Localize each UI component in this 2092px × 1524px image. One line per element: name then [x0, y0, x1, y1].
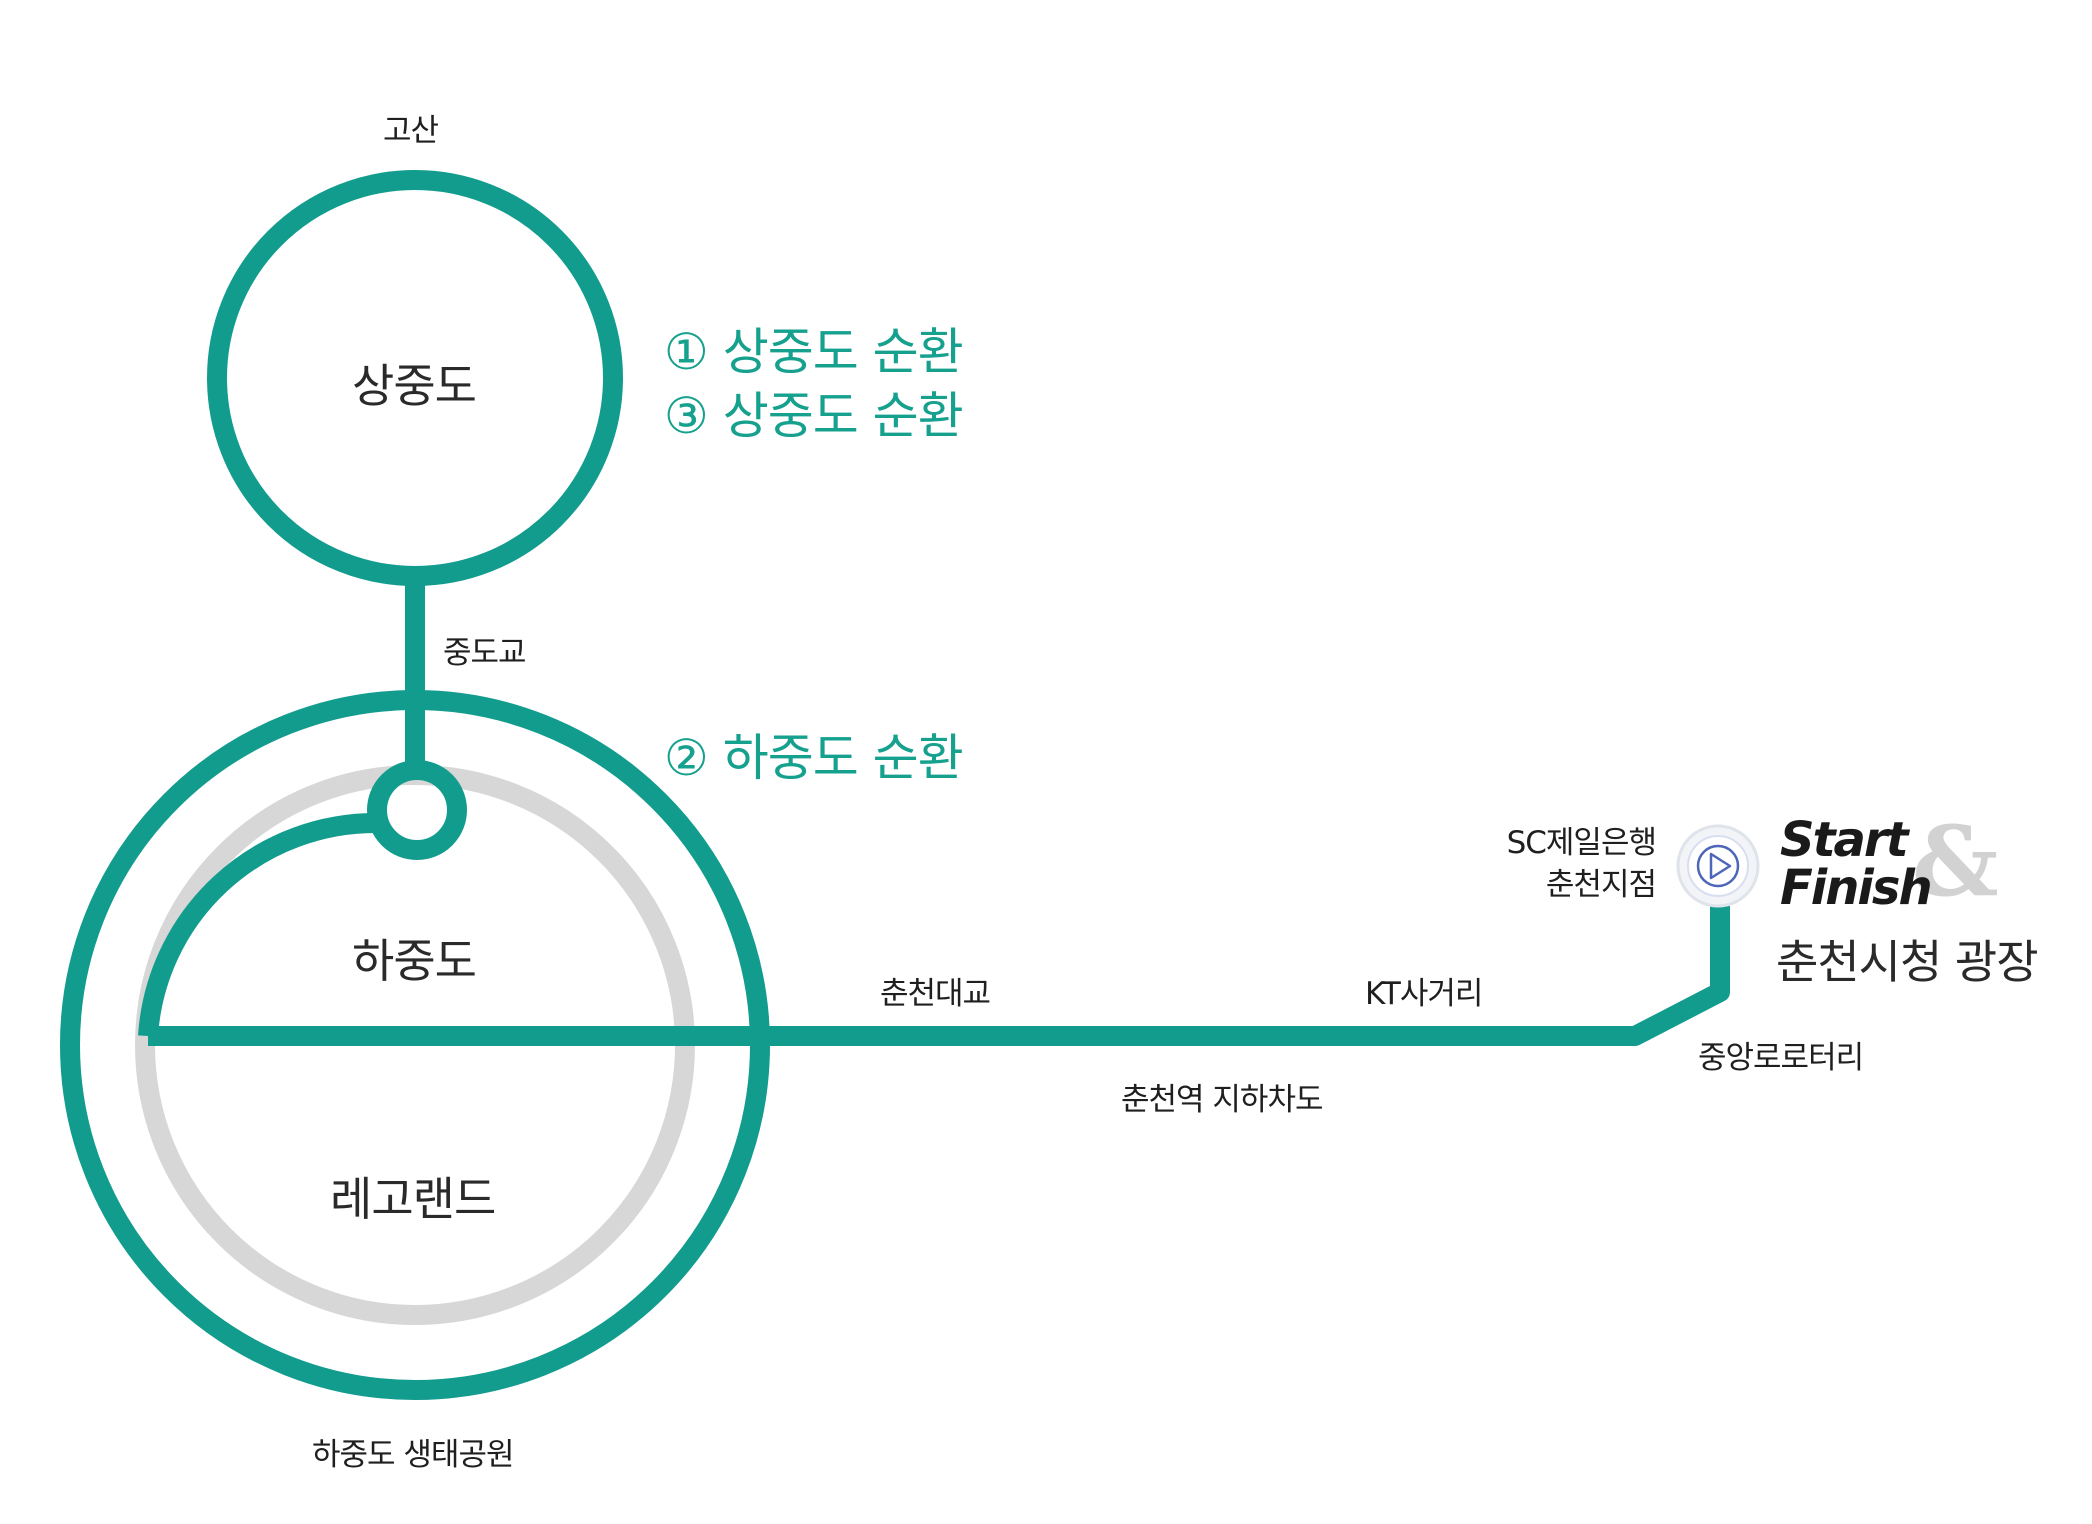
- label-sangjungdo: 상중도: [352, 359, 477, 413]
- play-icon[interactable]: [1696, 844, 1740, 888]
- label-ecopark: 하중도 생태공원: [312, 1437, 514, 1473]
- label-station-underpass: 춘천역 지하차도: [1121, 1082, 1323, 1118]
- start-finish-marker[interactable]: [1676, 824, 1760, 908]
- label-rotary: 중앙로로터리: [1698, 1040, 1864, 1076]
- ampersand: &: [1912, 805, 1999, 918]
- label-chuncheon-bridge: 춘천대교: [880, 976, 991, 1012]
- label-sc-bank-line1: SC제일은행: [1506, 825, 1657, 861]
- label-jungdogyo: 중도교: [443, 635, 527, 671]
- label-sc-bank-line2: 춘천지점: [1545, 867, 1657, 903]
- label-hajungdo: 하중도: [352, 934, 477, 988]
- play-triangle-icon: [1709, 852, 1732, 880]
- label-kt-crossroad: KT사거리: [1365, 976, 1483, 1012]
- label-legoland: 레고랜드: [330, 1172, 496, 1226]
- loop-label-2: ② 하중도 순환: [664, 729, 964, 787]
- loop-label-1: ① 상중도 순환: [664, 323, 964, 381]
- label-sc-bank: SC제일은행 춘천지점: [1488, 822, 1657, 906]
- label-gosan: 고산: [383, 113, 439, 149]
- venue-label: 춘천시청 광장: [1776, 935, 2039, 989]
- main-route: [148, 880, 1730, 1046]
- small-ring: [367, 760, 467, 860]
- loop-label-3: ③ 상중도 순환: [664, 387, 964, 445]
- finish-text: Finish: [1780, 860, 1933, 916]
- start-text: Start: [1780, 812, 1909, 868]
- hajungdo-arc: [138, 812, 379, 1037]
